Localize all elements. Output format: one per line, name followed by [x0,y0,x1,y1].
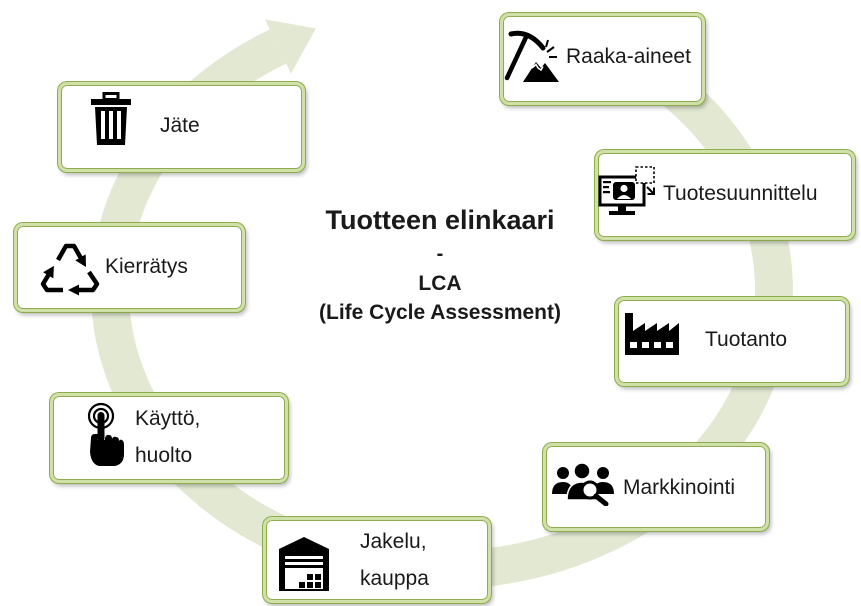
stage-waste: Jäte [58,82,305,172]
stage-marketing: Markkinointi [543,443,769,531]
stage-recycling: Kierrätys [14,223,245,312]
title-expansion: (Life Cycle Assessment) [319,301,561,324]
design-monitor-icon [598,166,655,215]
stage-use-maintenance: Käyttö, huolto [50,393,288,483]
title-abbreviation: LCA [418,272,462,295]
stage-label-line-2: huolto [135,444,193,467]
factory-icon [625,313,679,355]
stage-label-line-1: Käyttö, [135,407,201,430]
stage-production: Tuotanto [615,297,849,386]
touch-hand-icon [87,402,124,466]
audience-search-icon [552,462,614,506]
cycle-arrow-head [265,19,316,74]
recycle-icon [40,243,100,296]
pickaxe-mountain-icon [504,30,559,82]
warehouse-icon [279,537,329,591]
stage-label: Tuotanto [705,328,788,351]
stage-distribution: Jakelu, kauppa [263,517,491,603]
stage-label: Tuotesuunnittelu [663,182,818,205]
title-separator: - [436,243,444,265]
stage-label-line-2: kauppa [360,567,429,590]
stage-label-line-1: Jakelu, [360,530,427,553]
trash-bin-icon [91,92,131,145]
stage-raw-materials: Raaka-aineet [500,13,705,105]
stage-label: Markkinointi [623,476,736,499]
diagram-title: Tuotteen elinkaari [325,205,555,235]
stage-label: Raaka-aineet [566,45,691,68]
stage-label: Kierrätys [105,255,188,278]
stage-label: Jäte [160,114,200,137]
stage-product-design: Tuotesuunnittelu [595,150,855,240]
